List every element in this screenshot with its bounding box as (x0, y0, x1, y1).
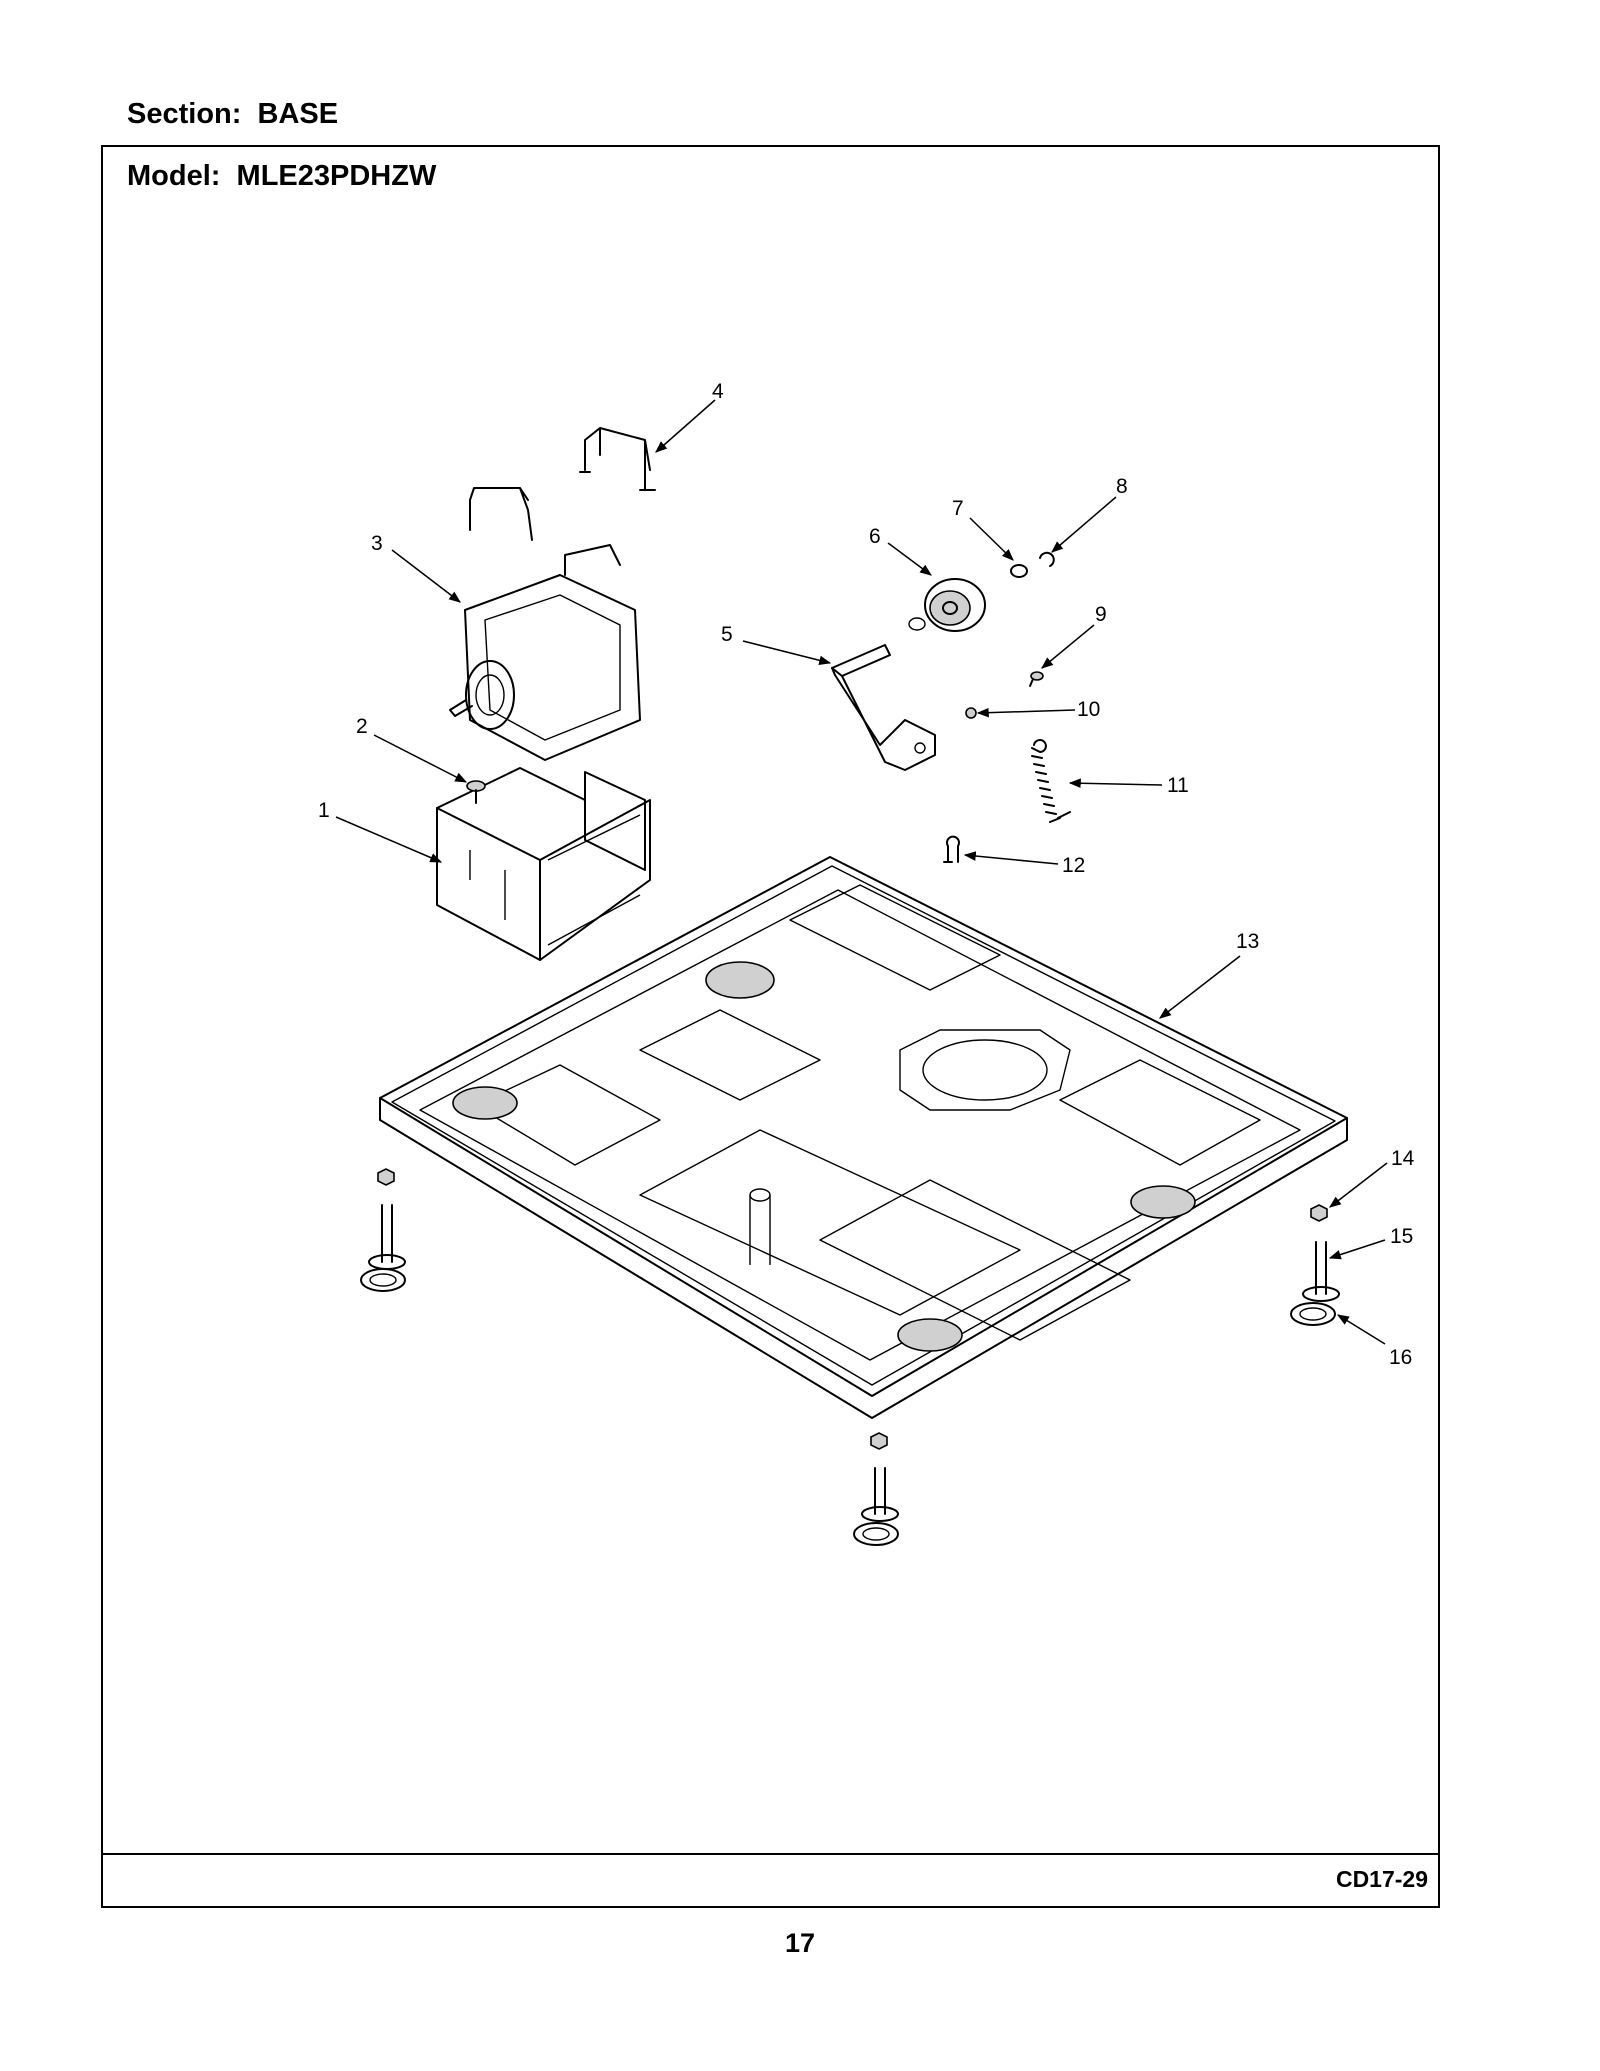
callout-2: 2 (356, 715, 368, 738)
callout-4: 4 (712, 380, 724, 403)
callout-8: 8 (1116, 475, 1128, 498)
callout-14: 14 (1391, 1147, 1415, 1170)
callout-numbers: 1 2 3 4 5 6 7 8 9 10 11 12 13 14 15 16 (318, 380, 1415, 1369)
callout-9: 9 (1095, 603, 1107, 626)
idler-pulley-drawing (908, 578, 986, 632)
small-screw-drawing (1029, 671, 1044, 687)
callout-15: 15 (1390, 1225, 1413, 1248)
callout-leaders (335, 399, 1388, 1345)
base-pan-drawing (379, 856, 1348, 1419)
diagram-code: CD17-29 (1335, 1866, 1428, 1892)
idler-arm-drawing (831, 644, 936, 771)
model-title: Model: MLE23PDHZW (127, 160, 437, 192)
callout-1: 1 (318, 799, 330, 822)
leveling-foot-front-drawing (853, 1432, 899, 1546)
callout-3: 3 (371, 532, 383, 555)
callout-10: 10 (1077, 698, 1100, 721)
diagram-frame (101, 145, 1440, 1908)
pan-clip-drawing (943, 835, 960, 863)
callout-6: 6 (869, 525, 881, 548)
motor-mount-bracket-drawing (436, 767, 651, 961)
tension-spring-drawing (1031, 739, 1071, 823)
callout-16: 16 (1389, 1346, 1412, 1369)
retaining-clip-drawing (1039, 551, 1055, 567)
nut-drawing (965, 707, 977, 719)
callout-12: 12 (1062, 854, 1085, 877)
footer-divider (101, 1853, 1440, 1855)
callout-7: 7 (952, 497, 964, 520)
leveling-foot-left-drawing (360, 1168, 406, 1292)
callout-11: 11 (1167, 774, 1189, 797)
drive-motor-drawing (449, 487, 641, 761)
section-title: Section: BASE (127, 98, 339, 130)
callout-5: 5 (721, 623, 733, 646)
washer-drawing (1010, 564, 1028, 578)
leveling-foot-right-drawing (1290, 1204, 1340, 1326)
callout-13: 13 (1236, 930, 1259, 953)
screw-drawing (466, 780, 486, 804)
page-number: 17 (784, 1928, 816, 1958)
motor-clip-drawing (579, 427, 656, 491)
